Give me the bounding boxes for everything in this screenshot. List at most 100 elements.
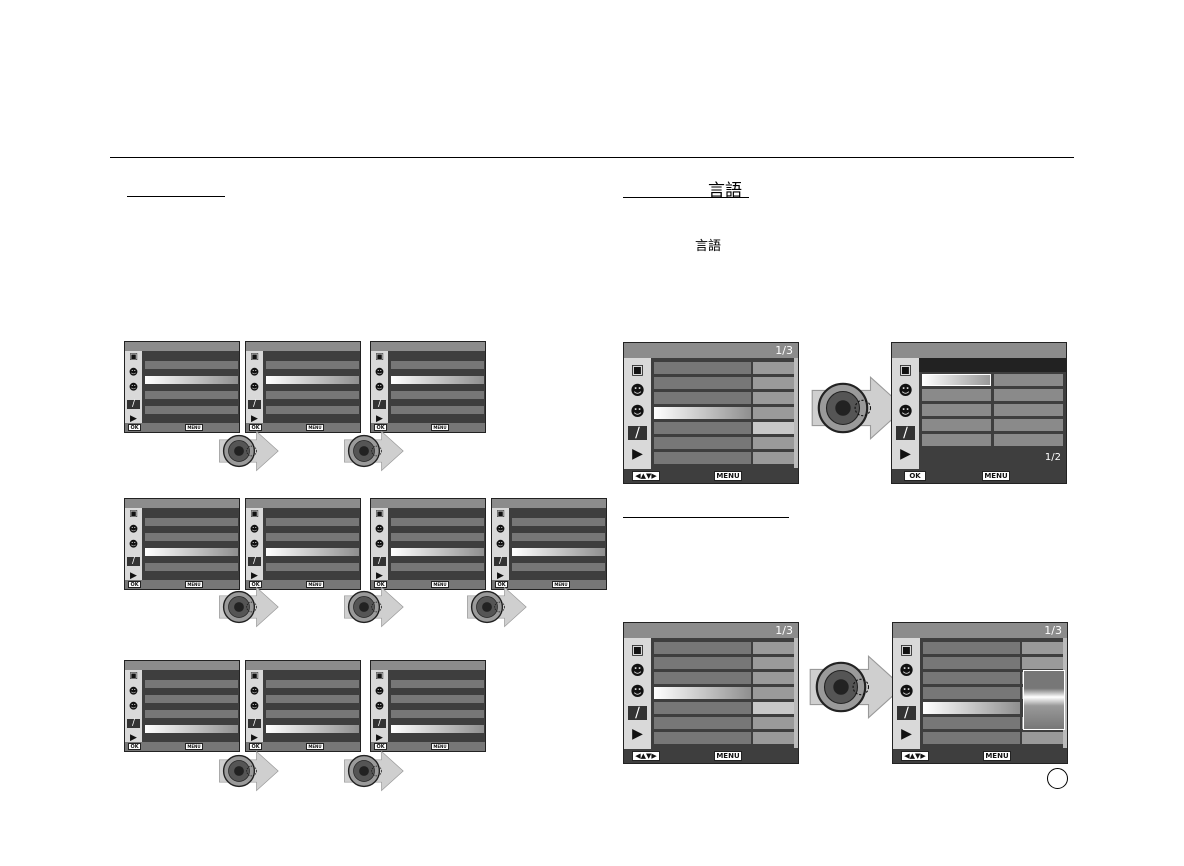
menu-row [266,376,359,384]
user-1-icon: ☻ [249,367,260,378]
language-cell [994,419,1063,431]
screen-title-bar [246,661,360,670]
wrench-icon: ∕ [897,706,916,720]
camera-icon: ▣ [375,509,384,519]
setting-cell [1022,732,1064,744]
camera-icon: ▣ [375,352,384,362]
menu-row [266,406,359,414]
user-2-icon: ☻ [249,540,260,550]
language-cell [922,419,991,431]
play-icon: ▶ [632,446,643,462]
menu-row [654,702,751,714]
camera-icon: ▣ [630,642,645,658]
menu-row [512,548,605,556]
menu-row [266,710,359,718]
screen-title-bar [371,342,485,351]
menu-row [266,391,359,399]
menu-button-label: MENU [714,751,742,761]
user-2-icon: ☻ [898,404,913,420]
screen-bottom-bar [125,580,239,589]
menu-row [391,710,484,718]
menu-row [654,717,751,729]
user-1-icon: ☻ [128,686,139,697]
menu-row [391,391,484,399]
menu-button-label: MENU [431,424,449,431]
header-rule [110,157,1074,158]
screen-title-bar [246,499,360,508]
user-1-icon: ☻ [249,686,260,697]
menu-button-label: MENU [714,471,742,481]
menu-row [923,732,1020,744]
user-1-icon: ☻ [249,524,260,535]
menu-row [654,732,751,744]
right-heading: 言語 [708,181,742,201]
screen-bottom-bar [371,423,485,432]
dial-r2 [808,654,907,720]
wrench-icon: ∕ [127,718,140,728]
camera-icon: ▣ [129,509,138,519]
user-1-icon: ☻ [495,524,506,535]
user-1-icon: ☻ [128,367,139,378]
setting-cell [753,717,795,729]
screen-bottom-bar [125,742,239,751]
dial-c1 [218,750,281,792]
setting-cell [753,422,795,434]
user-2-icon: ☻ [630,404,645,420]
user-1-icon: ☻ [899,663,914,679]
ok-button-label: OK [249,743,262,750]
menu-row [145,695,238,703]
setting-cell [753,377,795,389]
screen-icon-column [893,638,920,749]
play-icon: ▶ [130,414,137,424]
ok-button-label: OK [374,581,387,588]
menu-button-label: MENU [185,424,203,431]
camera-icon: ▣ [496,509,505,519]
screen-icon-column [624,358,651,469]
ok-dial-icon [344,430,404,472]
screen-bottom-bar [492,580,606,589]
play-icon: ▶ [251,414,258,424]
ok-button-label: OK [374,424,387,431]
menu-row [145,548,238,556]
menu-row [145,680,238,688]
wrench-icon: ∕ [127,399,140,409]
screen-title-bar [371,661,485,670]
play-icon: ▶ [376,571,383,581]
play-icon: ▶ [901,726,912,742]
ok-dial-icon [219,750,279,792]
menu-row [923,657,1020,669]
dial-b1 [218,586,281,628]
menu-button-label: MENU [306,581,324,588]
play-icon: ▶ [900,446,911,462]
screen-bottom-bar [371,580,485,589]
screen-title-bar [624,623,798,638]
ok-dial-icon [809,654,904,720]
wrench-icon: ∕ [373,556,386,566]
page-indicator: 1/2 [1044,452,1061,463]
menu-row [654,642,751,654]
user-1-icon: ☻ [374,686,385,697]
ok-button-label: OK [249,581,262,588]
right-inline-text: 言語 [695,239,722,254]
wrench-icon: ∕ [628,706,647,720]
user-2-icon: ☻ [495,540,506,550]
play-icon: ▶ [130,571,137,581]
menu-row [512,533,605,541]
menu-row [266,548,359,556]
right-heading-underline [623,197,749,198]
wrench-icon: ∕ [248,399,261,409]
language-cell [922,389,991,401]
camera-icon: ▣ [375,671,384,681]
play-icon: ▶ [130,733,137,743]
setting-cell [753,657,795,669]
menu-row [145,376,238,384]
nav-arrows-label: ◀▲▼▶ [632,471,660,481]
scrollbar [794,638,798,748]
wrench-icon: ∕ [896,426,915,440]
menu-row [512,518,605,526]
menu-row [391,548,484,556]
dial-a2 [343,430,406,472]
